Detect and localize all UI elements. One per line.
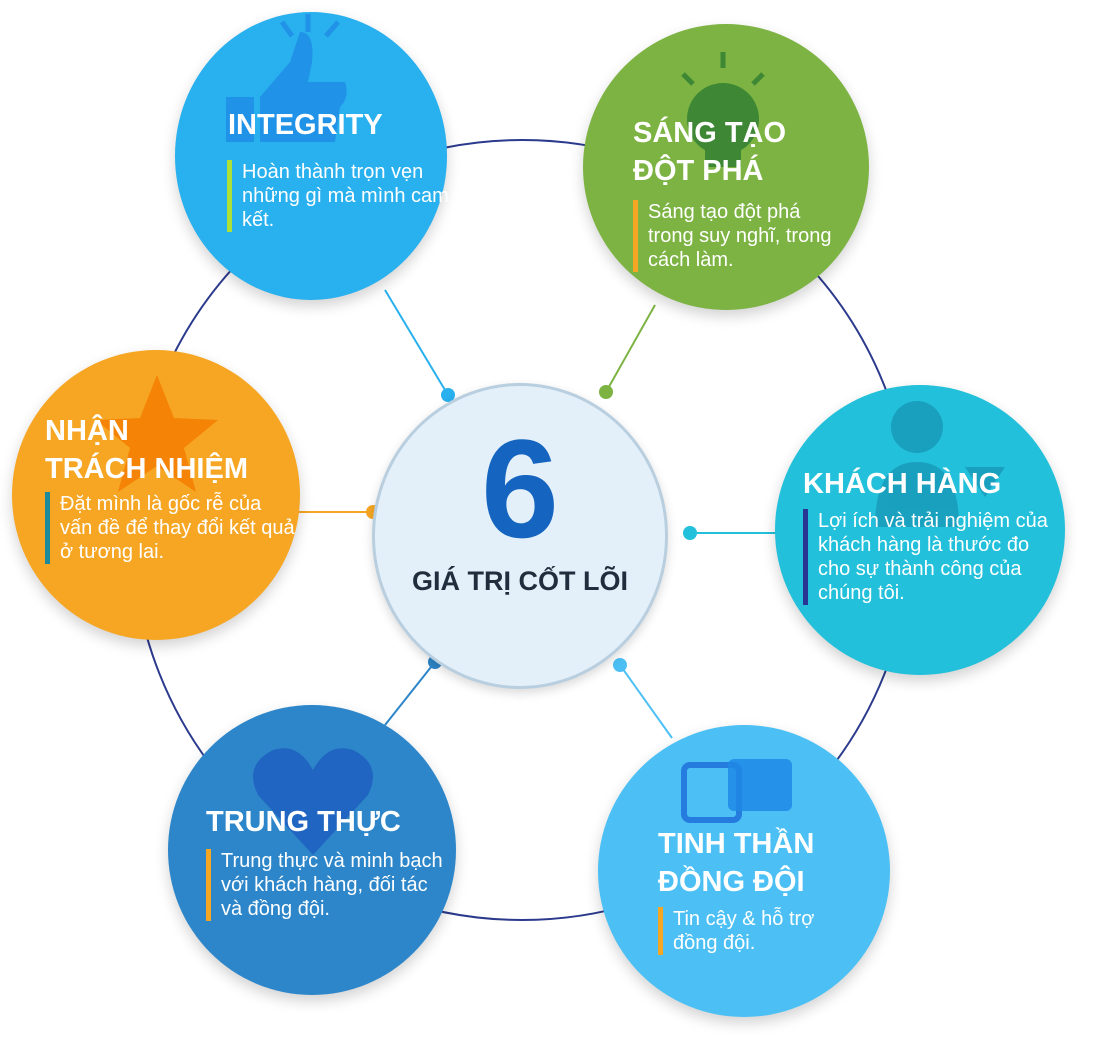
- connector-integrity: [384, 289, 449, 396]
- value-description: Đặt mình là gốc rễ của vấn đề để thay đổ…: [45, 492, 295, 564]
- person-icon: [875, 401, 1005, 527]
- connector-dot: [683, 526, 697, 540]
- value-description: Trung thực và minh bạch với khách hàng, …: [206, 849, 446, 921]
- value-title: NHẬN TRÁCH NHIỆM: [45, 412, 248, 488]
- value-description: Lợi ích và trải nghiệm của khách hàng là…: [803, 509, 1058, 605]
- center-circle: 6 GIÁ TRỊ CỐT LÕI: [372, 383, 668, 689]
- value-title-line: ĐỘT PHÁ: [633, 155, 764, 187]
- connector-sang-tao: [605, 304, 656, 393]
- value-title: TRUNG THỰC: [206, 806, 401, 838]
- value-nhan-trach-nhiem: NHẬN TRÁCH NHIỆM Đặt mình là gốc rễ của v…: [12, 350, 300, 640]
- value-title-line: TINH THẦN: [658, 828, 815, 860]
- lightbulb-icon: [681, 52, 765, 167]
- value-description: Hoàn thành trọn vẹn những gì mà mình cam…: [227, 160, 452, 232]
- heart-hands-icon: [253, 748, 373, 855]
- value-sang-tao-dot-pha: SÁNG TẠO ĐỘT PHÁ Sáng tạo đột phá trong s…: [583, 24, 869, 310]
- value-title-line: NHẬN: [45, 415, 129, 447]
- value-description: Sáng tạo đột phá trong suy nghĩ, trong c…: [633, 200, 838, 272]
- value-title: KHÁCH HÀNG: [803, 468, 1002, 500]
- value-title: INTEGRITY: [228, 109, 383, 141]
- connector-dot: [599, 385, 613, 399]
- connector-trung-thuc: [384, 661, 436, 726]
- value-trung-thuc: TRUNG THỰC Trung thực và minh bạch với k…: [168, 705, 456, 995]
- thumbs-up-icon: [226, 14, 347, 142]
- center-number: 6: [481, 410, 559, 567]
- value-title: SÁNG TẠO ĐỘT PHÁ: [633, 114, 786, 190]
- value-khach-hang: KHÁCH HÀNG Lợi ích và trải nghiệm của kh…: [775, 385, 1065, 675]
- value-tinh-than-dong-doi: TINH THẦN ĐỒNG ĐỘI Tin cậy & hỗ trợ đồng …: [598, 725, 890, 1017]
- value-title-line: SÁNG TẠO: [633, 117, 787, 149]
- value-description: Tin cậy & hỗ trợ đồng đội.: [658, 907, 863, 955]
- value-title-line: ĐỒNG ĐỘI: [658, 866, 805, 898]
- center-label: GIÁ TRỊ CỐT LÕI: [412, 566, 628, 596]
- puzzle-icon: [681, 759, 792, 823]
- connector-tinh-than: [619, 664, 673, 739]
- value-title-line: TRÁCH NHIỆM: [45, 453, 248, 485]
- value-integrity: INTEGRITY Hoàn thành trọn vẹn những gì m…: [175, 12, 449, 300]
- connector-dot: [441, 388, 455, 402]
- star-icon: [96, 375, 218, 492]
- value-title: TINH THẦN ĐỒNG ĐỘI: [658, 825, 814, 901]
- connector-dot: [613, 658, 627, 672]
